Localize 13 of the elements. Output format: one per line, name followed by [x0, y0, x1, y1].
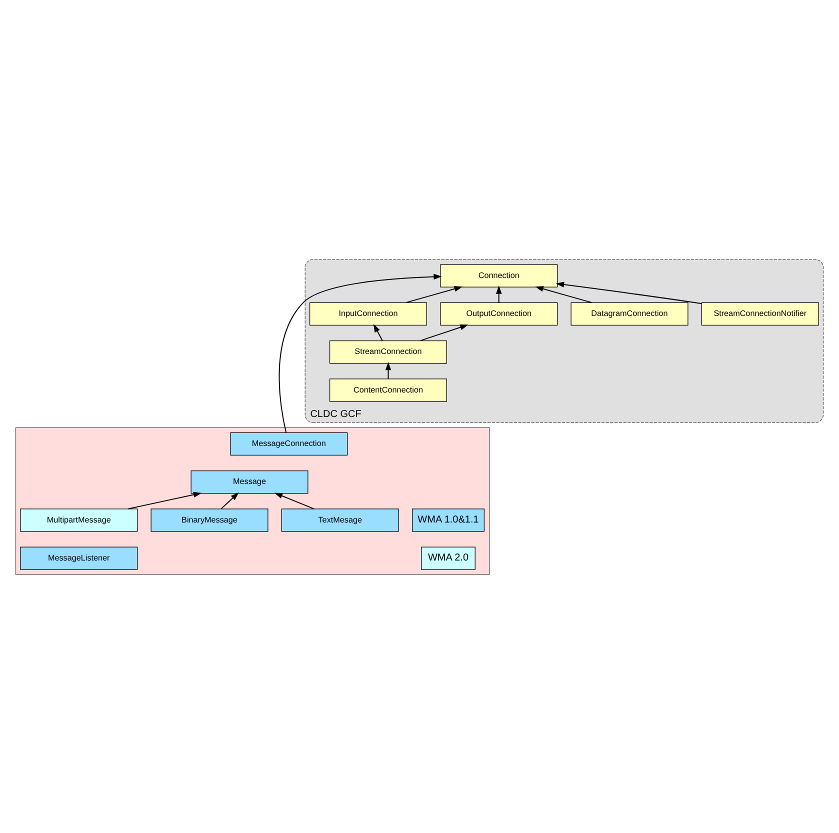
arrow	[274, 492, 314, 509]
arrow	[128, 491, 202, 509]
arrow	[220, 492, 239, 509]
cluster	[15, 426, 490, 574]
arrow	[278, 273, 442, 432]
arrow	[535, 286, 592, 303]
arrow	[406, 286, 463, 303]
legend-label: WMA 1.0&1.1	[418, 514, 479, 525]
arrow	[556, 281, 702, 304]
legend-label: WMA 2.0	[428, 552, 469, 564]
arrow	[496, 285, 502, 303]
arrow	[373, 323, 383, 341]
arrow	[385, 361, 392, 379]
